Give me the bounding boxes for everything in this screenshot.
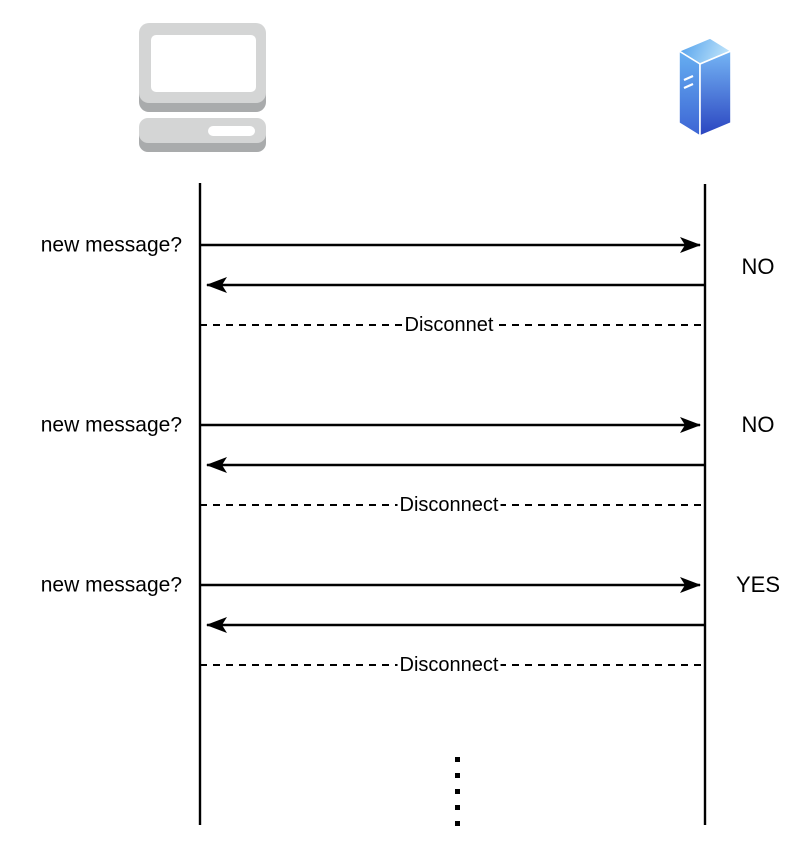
- response-label: YES: [735, 572, 781, 597]
- laptop-icon: [139, 23, 266, 152]
- server-icon: [678, 37, 732, 137]
- request-label: new message?: [40, 233, 182, 257]
- disconnect-label: Disconnet: [402, 314, 496, 336]
- request-label: new message?: [40, 413, 182, 437]
- exchange-1: [200, 237, 704, 326]
- request-label: new message?: [40, 573, 182, 597]
- continuation-dots-icon: [455, 757, 460, 826]
- disconnect-label: Disconnect: [397, 494, 501, 516]
- exchange-2: [200, 417, 704, 506]
- disconnect-label: Disconnect: [397, 654, 501, 676]
- response-label: NO: [741, 412, 775, 437]
- response-label: NO: [741, 254, 775, 279]
- exchange-3: [200, 577, 704, 666]
